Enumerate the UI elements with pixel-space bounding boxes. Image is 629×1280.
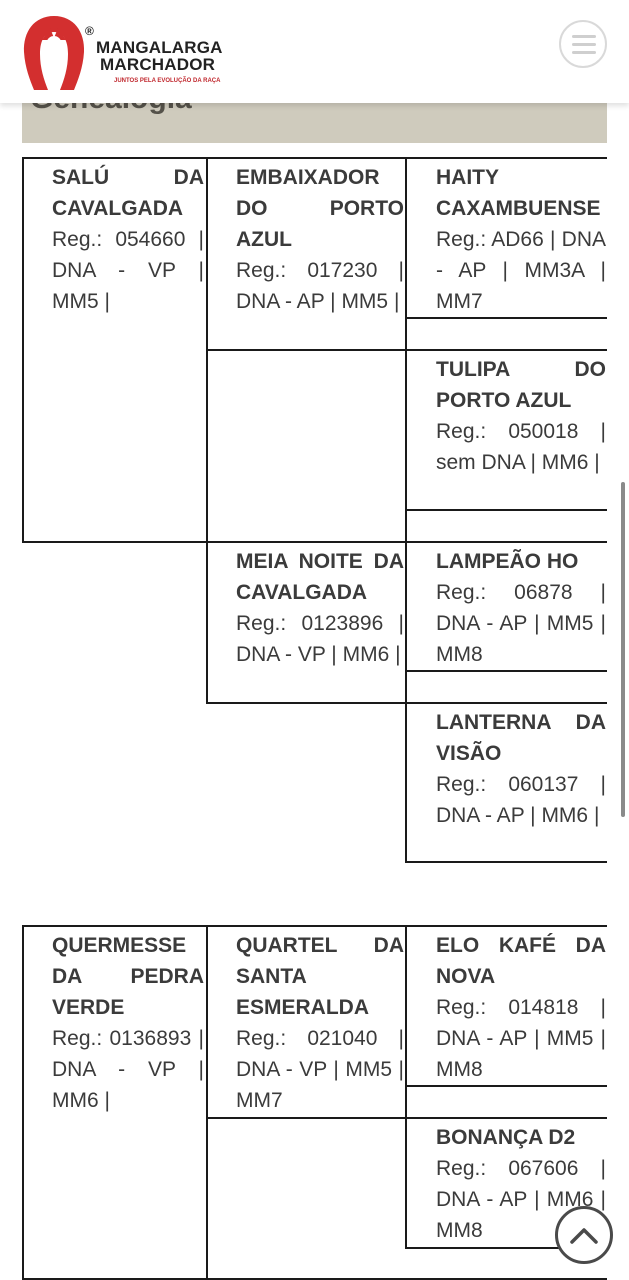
back-to-top-button[interactable] <box>555 1206 613 1264</box>
horse-registry: Reg.: 050018 | sem DNA | MM6 | <box>436 420 606 474</box>
horse-registry: Reg.: 017230 | DNA - AP | MM5 | <box>236 259 404 313</box>
tree-border <box>405 509 607 511</box>
hamburger-line <box>572 51 596 54</box>
brand-name-line1: MANGALARGA <box>96 38 223 57</box>
tree-node-sire-dam: MEIA NOITE DA CAVALGADA Reg.: 0123896 | … <box>236 546 404 670</box>
horse-registry: Reg.: 054660 | DNA - VP | MM5 | <box>52 228 204 313</box>
page-scrollbar[interactable] <box>621 482 625 817</box>
horse-registry: Reg.: AD66 | DNA - AP | MM3A | MM7 <box>436 228 606 313</box>
tree-border <box>405 317 607 319</box>
tree-border <box>22 541 607 543</box>
horse-name[interactable]: HAITY CAXAMBUENSE <box>436 166 601 220</box>
horse-name[interactable]: LANTERNA DA VISÃO <box>436 711 606 765</box>
registered-mark: ® <box>85 24 94 38</box>
tree-node-sire-dam-dam: LANTERNA DA VISÃO Reg.: 060137 | DNA - A… <box>436 707 606 831</box>
horse-name[interactable]: ELO KAFÉ DA NOVA <box>436 934 606 988</box>
tree-node-dam-sire-dam: BONANÇA D2 Reg.: 067606 | DNA - AP | MM6… <box>436 1122 606 1246</box>
horse-name[interactable]: BONANÇA D2 <box>436 1126 576 1149</box>
tree-border <box>206 349 607 351</box>
horse-registry: Reg.: 0123896 | DNA - VP | MM6 | <box>236 612 404 666</box>
tree-border <box>405 1085 607 1087</box>
chevron-up-icon <box>570 1228 598 1244</box>
brand-logo[interactable]: ® MANGALARGA MARCHADOR JUNTOS PELA EVOLU… <box>20 14 230 92</box>
tree-node-sire: SALÚ DA CAVALGADA Reg.: 054660 | DNA - V… <box>52 162 204 317</box>
tree-node-sire-sire: EMBAIXADOR DO PORTO AZUL Reg.: 017230 | … <box>236 162 404 317</box>
hamburger-menu-icon <box>572 35 596 38</box>
tree-node-dam-sire: QUARTEL DA SANTA ESMERALDA Reg.: 021040 … <box>236 930 404 1116</box>
horse-registry: Reg.: 067606 | DNA - AP | MM6 | MM8 <box>436 1157 606 1242</box>
tree-border <box>405 925 407 1249</box>
tree-border <box>206 157 208 704</box>
brand-name-line2: MARCHADOR <box>100 55 216 74</box>
tree-border <box>206 1117 607 1119</box>
tree-node-dam: QUERMESSE DA PEDRA VERDE Reg.: 0136893 |… <box>52 930 204 1116</box>
horse-name[interactable]: SALÚ DA CAVALGADA <box>52 166 204 220</box>
horse-registry: Reg.: 06878 | DNA - AP | MM5 | MM8 <box>436 581 606 666</box>
tree-border <box>22 925 607 927</box>
tree-border <box>22 157 607 159</box>
hamburger-menu-button[interactable] <box>559 20 607 68</box>
horse-name[interactable]: QUERMESSE DA PEDRA VERDE <box>52 934 204 1019</box>
horseshoe-logo-icon <box>23 16 85 90</box>
site-header: ® MANGALARGA MARCHADOR JUNTOS PELA EVOLU… <box>0 0 629 103</box>
horse-name[interactable]: LAMPEÃO HO <box>436 550 579 573</box>
horse-name[interactable]: MEIA NOITE DA CAVALGADA <box>236 550 404 604</box>
tree-node-sire-sire-sire: HAITY CAXAMBUENSE Reg.: AD66 | DNA - AP … <box>436 162 606 317</box>
horse-registry: Reg.: 014818 | DNA - AP | MM5 | MM8 <box>436 996 606 1081</box>
horse-registry: Reg.: 060137 | DNA - AP | MM6 | <box>436 773 606 827</box>
brand-tagline: JUNTOS PELA EVOLUÇÃO DA RAÇA <box>114 78 221 84</box>
tree-border <box>405 861 607 863</box>
tree-node-dam-sire-sire: ELO KAFÉ DA NOVA Reg.: 014818 | DNA - AP… <box>436 930 606 1085</box>
tree-border <box>206 925 208 1280</box>
tree-border <box>405 670 607 672</box>
hamburger-line <box>572 43 596 46</box>
horse-name[interactable]: QUARTEL DA SANTA ESMERALDA <box>236 934 404 1019</box>
horse-registry: Reg.: 021040 | DNA - VP | MM5 | MM7 <box>236 1027 404 1112</box>
tree-node-sire-dam-sire: LAMPEÃO HO Reg.: 06878 | DNA - AP | MM5 … <box>436 546 606 670</box>
horse-registry: Reg.: 0136893 | DNA - VP | MM6 | <box>52 1027 204 1112</box>
tree-border <box>22 157 24 543</box>
tree-border <box>22 925 24 1280</box>
tree-border <box>405 1247 607 1249</box>
tree-node-sire-sire-dam: TULIPA DO PORTO AZUL Reg.: 050018 | sem … <box>436 354 606 478</box>
tree-border <box>206 702 607 704</box>
tree-border <box>22 1278 607 1280</box>
horse-name[interactable]: EMBAIXADOR DO PORTO AZUL <box>236 166 404 251</box>
horse-name[interactable]: TULIPA DO PORTO AZUL <box>436 358 606 412</box>
